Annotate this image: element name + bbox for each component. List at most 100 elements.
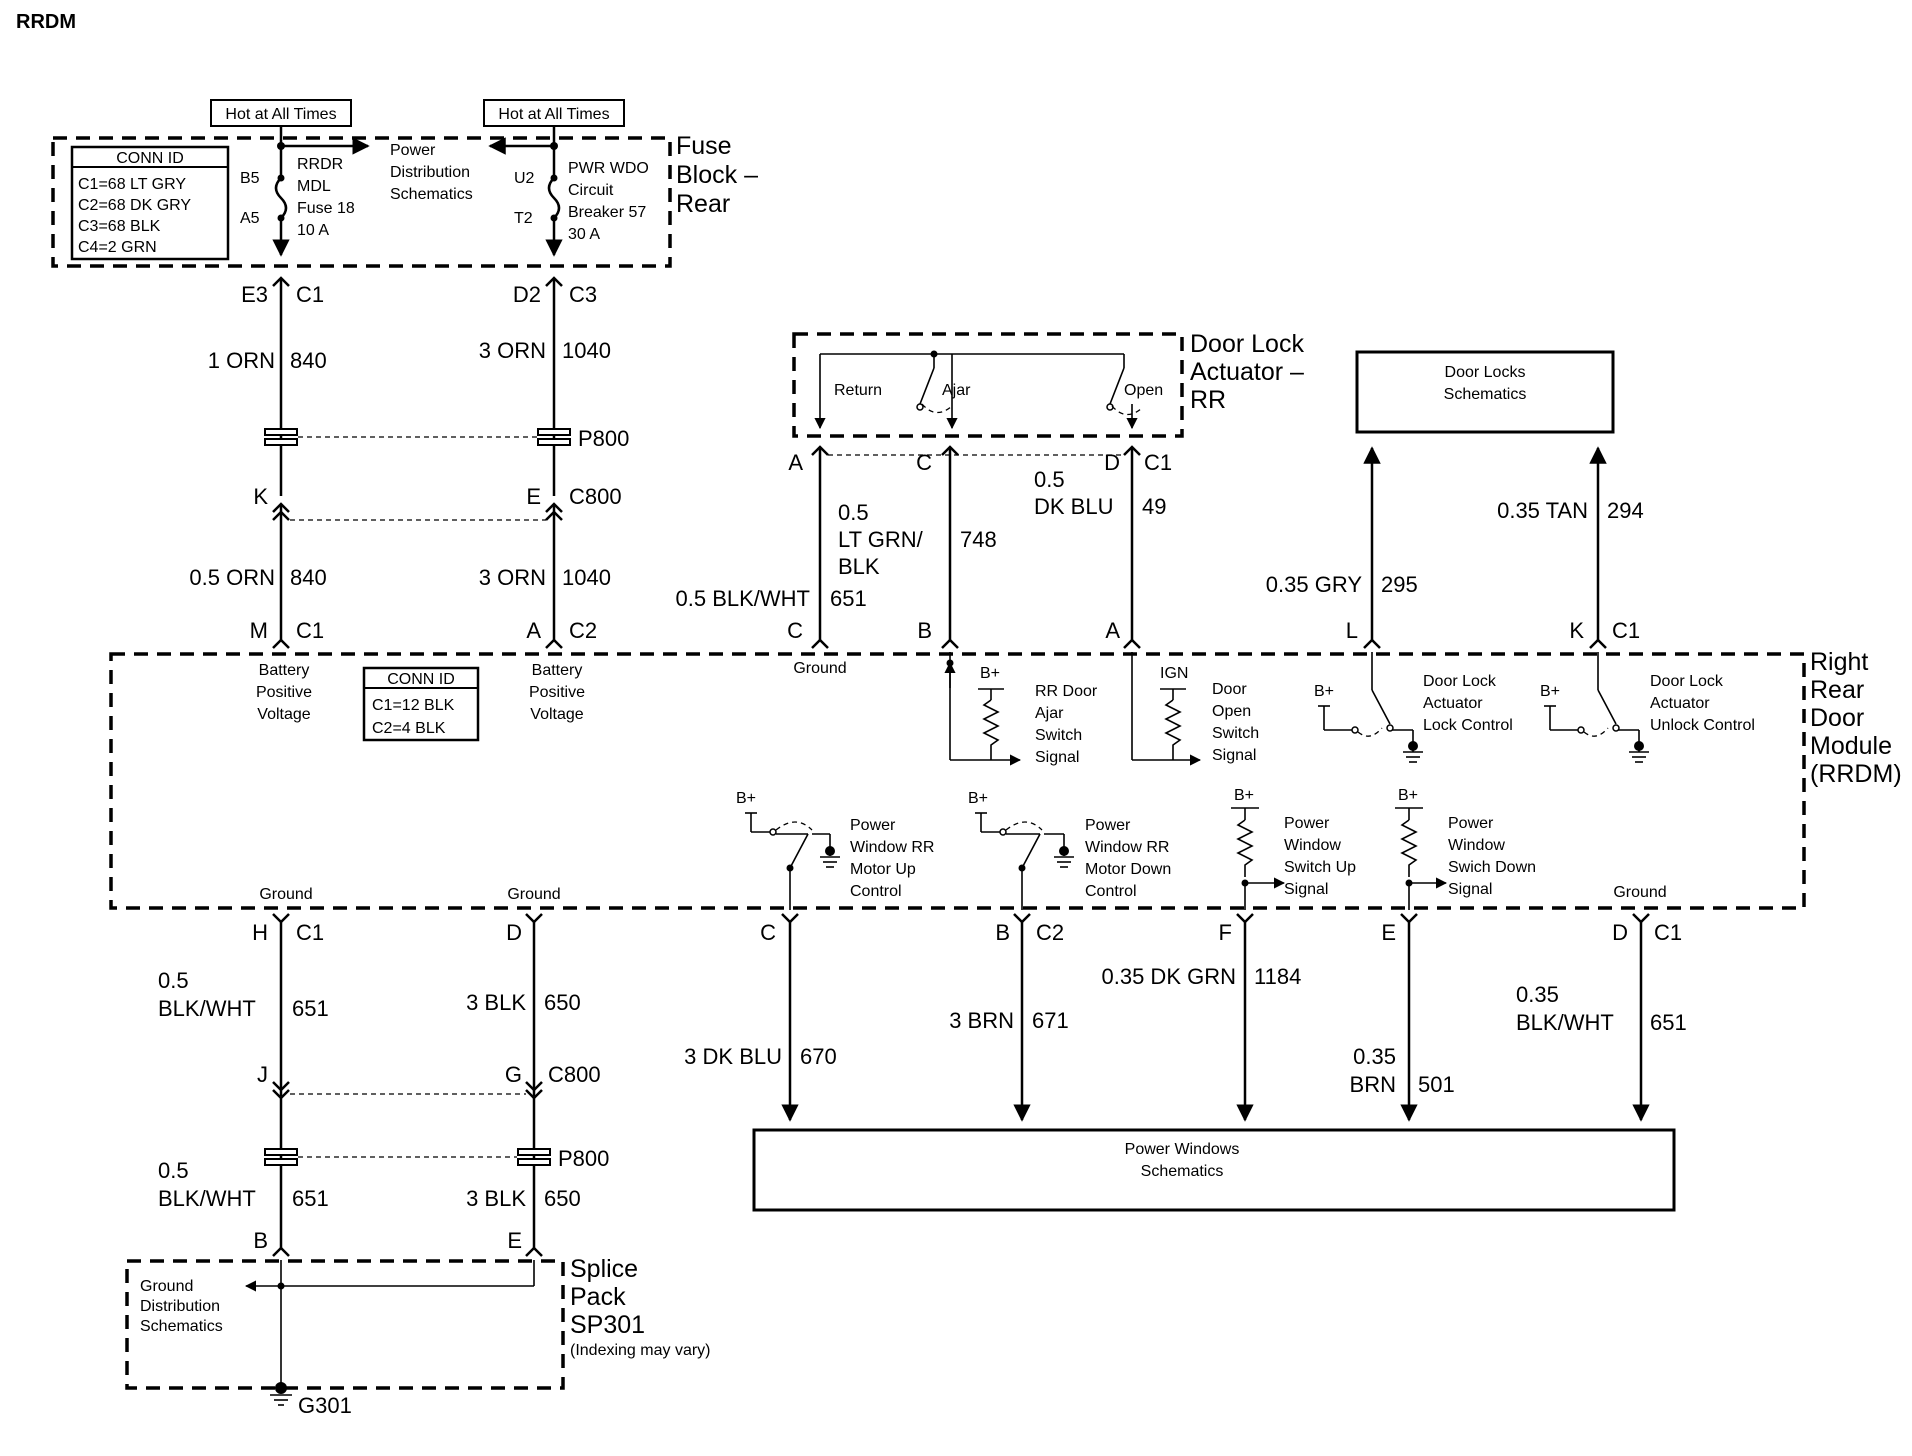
svg-text:Actuator: Actuator (1423, 695, 1483, 712)
svg-text:C4=2 GRN: C4=2 GRN (78, 239, 157, 256)
wire-840-num: 840 (290, 348, 327, 373)
svg-text:Positive: Positive (256, 684, 312, 701)
svg-text:0.5: 0.5 (838, 500, 869, 525)
svg-text:Motor Up: Motor Up (850, 861, 916, 878)
bplus-unlock: B+ (1540, 683, 1560, 700)
power-windows-schematics-box: Power Windows Schematics (752, 1128, 1676, 1212)
wire-748-num: 748 (960, 527, 997, 552)
pin-h: H (252, 920, 268, 945)
wire-670-color: 3 DK BLU (684, 1044, 782, 1069)
svg-text:Unlock Control: Unlock Control (1650, 717, 1755, 734)
svg-text:Lock Control: Lock Control (1423, 717, 1513, 734)
svg-text:Power Windows: Power Windows (1125, 1141, 1240, 1158)
open-signal-circuit (1131, 652, 1202, 766)
wire-670-num: 670 (800, 1044, 837, 1069)
svg-text:Control: Control (1085, 883, 1137, 900)
svg-text:Schematics: Schematics (1444, 386, 1527, 403)
svg-text:Fuse 18: Fuse 18 (297, 200, 355, 217)
switch-down-label: Power Window Swich Down Signal (1448, 815, 1536, 898)
breaker-57-symbol (545, 142, 563, 257)
svg-text:Pack: Pack (570, 1283, 626, 1311)
svg-text:Window: Window (1284, 837, 1341, 854)
wire-294-color: 0.35 TAN (1497, 498, 1588, 523)
wire-840b-num: 840 (290, 565, 327, 590)
pin-k-module: K (1569, 618, 1584, 643)
wire-1184-color: 0.35 DK GRN (1102, 964, 1237, 989)
svg-text:Right: Right (1810, 648, 1868, 676)
wire-295-num: 295 (1381, 572, 1418, 597)
door-lock-actuator-border (792, 332, 1184, 438)
conn-chevron (272, 1081, 290, 1092)
bplus-sw-down: B+ (1398, 787, 1418, 804)
p800-label-top: P800 (578, 426, 629, 451)
pin-c-bottom: C (760, 920, 776, 945)
fuse18-pin-top: B5 (240, 170, 260, 187)
fuse-conn-id-table: CONN ID C1=68 LT GRY C2=68 DK GRY C3=68 … (70, 145, 230, 261)
wire-1040-color: 3 ORN (479, 338, 546, 363)
diagram-title: RRDM (16, 11, 76, 33)
door-lock-actuator-label: Door Lock Actuator – RR (1190, 330, 1304, 414)
wire-49-num: 49 (1142, 494, 1166, 519)
splice-pack-note: (Indexing may vary) (570, 1342, 711, 1359)
svg-text:PWR WDO: PWR WDO (568, 160, 649, 177)
ground-g301: G301 (298, 1393, 352, 1418)
pin-c2-top: C2 (569, 618, 597, 643)
pin-b-module: B (917, 618, 932, 643)
svg-text:SP301: SP301 (570, 1311, 645, 1339)
wire-1184-num: 1184 (1254, 964, 1301, 989)
breaker57-pin-bot: T2 (514, 210, 533, 227)
motor-up-label: Power Window RR Motor Up Control (850, 817, 934, 900)
rrdm-module-border (109, 652, 1806, 910)
bottom-chevrons (272, 913, 1650, 924)
svg-text:Signal: Signal (1284, 881, 1328, 898)
svg-text:Splice: Splice (570, 1255, 638, 1283)
pin-b-splice: B (253, 1228, 268, 1253)
lock-control-switch (1318, 652, 1423, 763)
svg-text:30 A: 30 A (568, 226, 600, 243)
svg-text:Open: Open (1212, 703, 1251, 720)
svg-text:RRDR: RRDR (297, 156, 343, 173)
bplus-ajar: B+ (980, 665, 1000, 682)
svg-text:10 A: 10 A (297, 222, 329, 239)
svg-text:Voltage: Voltage (257, 706, 310, 723)
actuator-switches (814, 350, 1143, 430)
svg-text:Positive: Positive (529, 684, 585, 701)
svg-text:Swich Down: Swich Down (1448, 859, 1536, 876)
ground-label-h: Ground (259, 886, 312, 903)
hot-label-right: Hot at All Times (483, 99, 625, 127)
svg-text:Signal: Signal (1448, 881, 1492, 898)
svg-text:Schematics: Schematics (1141, 1163, 1224, 1180)
svg-text:DK BLU: DK BLU (1034, 494, 1113, 519)
conn-chevron (545, 638, 563, 649)
conn-chevron (272, 1246, 290, 1257)
svg-text:Distribution: Distribution (390, 164, 470, 181)
bplus-lock: B+ (1314, 683, 1334, 700)
pin-a-c2: A (526, 618, 541, 643)
switch-open: Open (1124, 382, 1163, 399)
ground-label-d: Ground (507, 886, 560, 903)
svg-text:Door Lock: Door Lock (1423, 673, 1497, 690)
svg-text:Hot at All Times: Hot at All Times (498, 106, 609, 123)
unlock-control-switch (1544, 652, 1649, 763)
svg-text:Window RR: Window RR (1085, 839, 1169, 856)
conn-chevron (1589, 638, 1607, 649)
svg-text:Hot at All Times: Hot at All Times (225, 106, 336, 123)
bpv-label-right: Battery Positive Voltage (529, 662, 585, 723)
svg-text:Rear: Rear (1810, 676, 1864, 704)
wire-294-num: 294 (1607, 498, 1644, 523)
bplus-down: B+ (968, 790, 988, 807)
svg-text:CONN ID: CONN ID (116, 150, 184, 167)
pin-c-actuator: C (916, 450, 932, 475)
svg-text:Block –: Block – (676, 161, 758, 189)
pin-d-ground: D (506, 920, 522, 945)
svg-text:C1=68 LT GRY: C1=68 LT GRY (78, 176, 186, 193)
pin-g: G (505, 1062, 522, 1087)
svg-text:Door: Door (1212, 681, 1247, 698)
ground-label-d2: Ground (1613, 884, 1666, 901)
svg-text:Door Lock: Door Lock (1190, 330, 1304, 358)
switch-ajar: Ajar (942, 382, 971, 399)
wire-650b-num: 650 (544, 1186, 581, 1211)
bplus-sw-up: B+ (1234, 787, 1254, 804)
fuse-block-label: Fuse Block – Rear (676, 132, 758, 218)
